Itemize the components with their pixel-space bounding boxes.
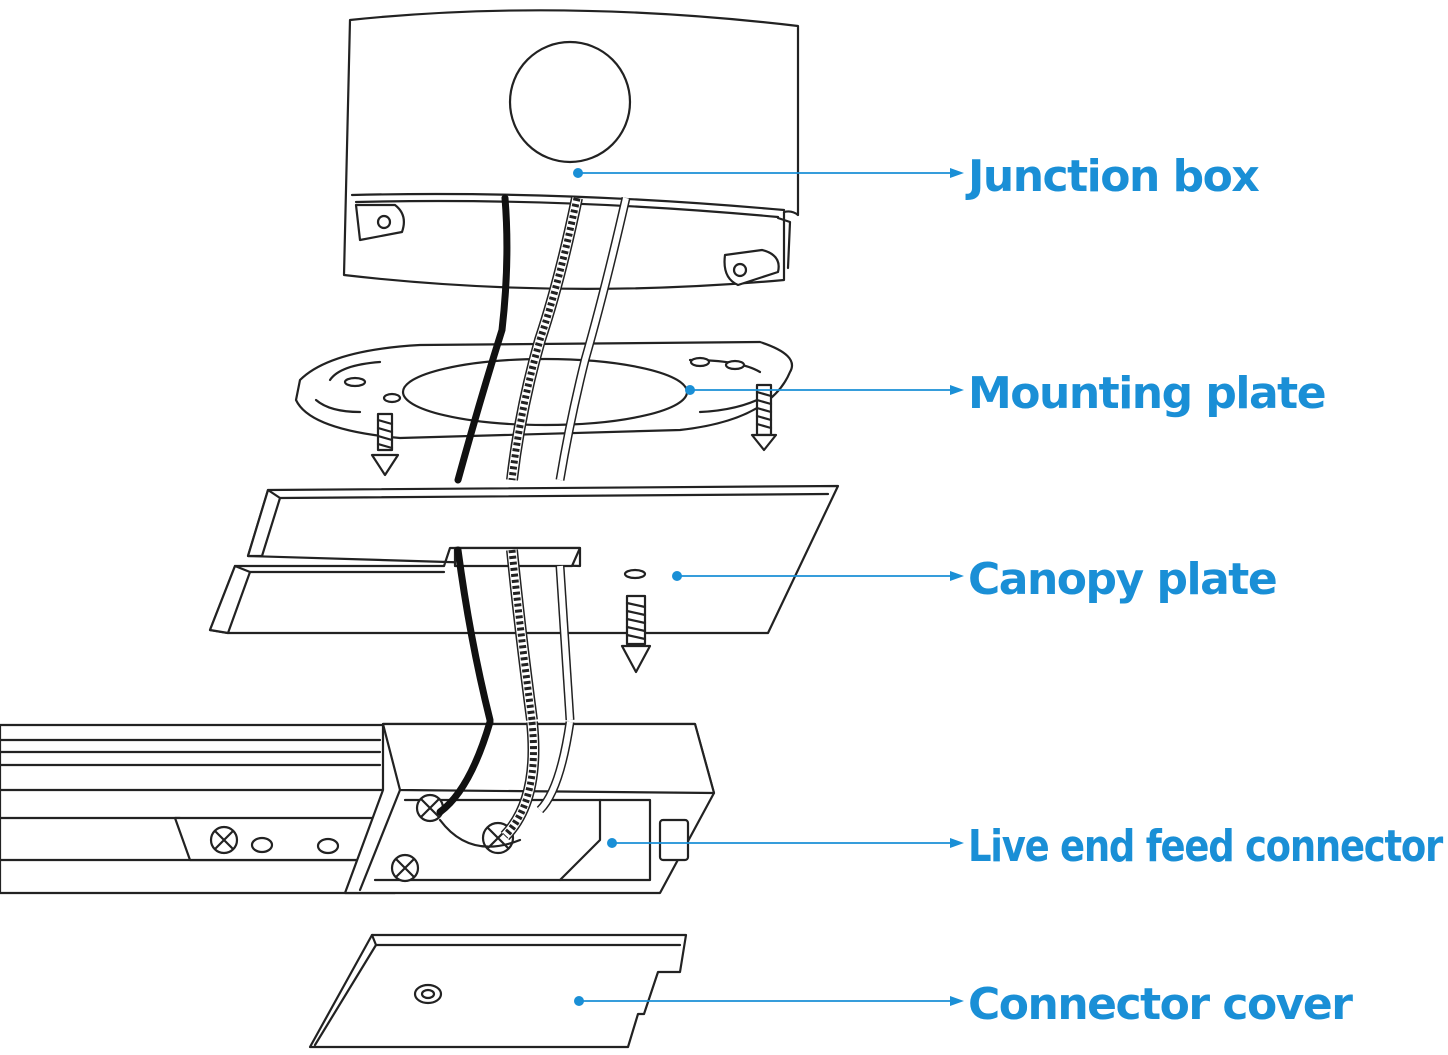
label-canopy-plate: Canopy plate — [968, 554, 1276, 605]
connector-cover-part — [308, 933, 688, 1049]
supply-wires-lower — [454, 546, 575, 724]
supply-wires-upper — [454, 194, 631, 484]
junction-box-part — [342, 9, 800, 290]
mounting-screw-left — [370, 412, 400, 477]
label-group-canopy-plate: Canopy plate — [672, 554, 1278, 605]
label-group-junction-box: Junction box — [573, 151, 1261, 202]
live-end-feed-connector-part — [343, 718, 716, 895]
label-connector-cover: Connector cover — [968, 979, 1353, 1030]
label-group-connector-cover: Connector cover — [574, 979, 1355, 1030]
mounting-screw-right — [750, 383, 778, 452]
label-group-live-end-feed-connector: Live end feed connector — [607, 821, 1445, 872]
leader-arrowhead — [950, 168, 964, 178]
label-live-end-feed-connector: Live end feed connector — [968, 821, 1444, 872]
leader-arrowhead — [950, 996, 964, 1006]
label-mounting-plate: Mounting plate — [968, 368, 1325, 419]
mounting-plate-part — [294, 340, 793, 477]
leader-arrowhead — [950, 838, 964, 848]
leader-arrowhead — [950, 571, 964, 581]
label-junction-box: Junction box — [965, 151, 1259, 202]
canopy-screw — [620, 594, 652, 674]
track-rail — [0, 723, 402, 895]
label-group-mounting-plate: Mounting plate — [685, 368, 1327, 419]
leader-arrowhead — [950, 385, 964, 395]
